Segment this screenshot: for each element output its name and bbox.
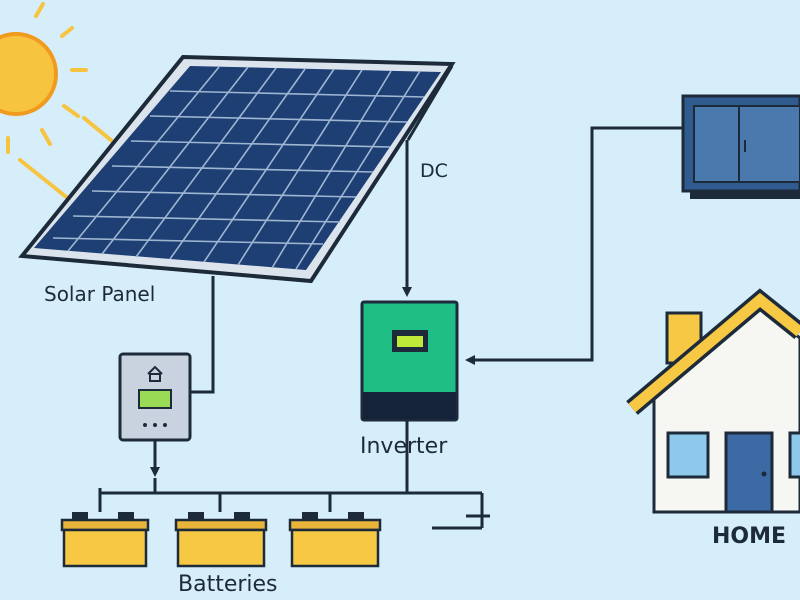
solar-panel-label: Solar Panel — [44, 282, 156, 306]
door — [724, 431, 774, 514]
house-icon — [626, 288, 800, 514]
inverter — [360, 300, 459, 422]
solar-panel — [18, 54, 456, 284]
charge-controller — [118, 352, 192, 442]
home-label: HOME — [712, 524, 787, 549]
battery-bank — [60, 512, 382, 568]
dc-label: DC — [420, 160, 448, 182]
window — [666, 431, 710, 479]
window — [788, 431, 800, 479]
sun-icon — [0, 2, 142, 202]
wiring — [98, 126, 683, 530]
batteries-label: Batteries — [178, 572, 278, 597]
battery — [60, 512, 150, 568]
inverter-label: Inverter — [360, 434, 448, 459]
battery — [288, 512, 382, 568]
battery — [174, 512, 268, 568]
utility-meter-box — [681, 94, 800, 199]
home-icon — [147, 365, 163, 382]
